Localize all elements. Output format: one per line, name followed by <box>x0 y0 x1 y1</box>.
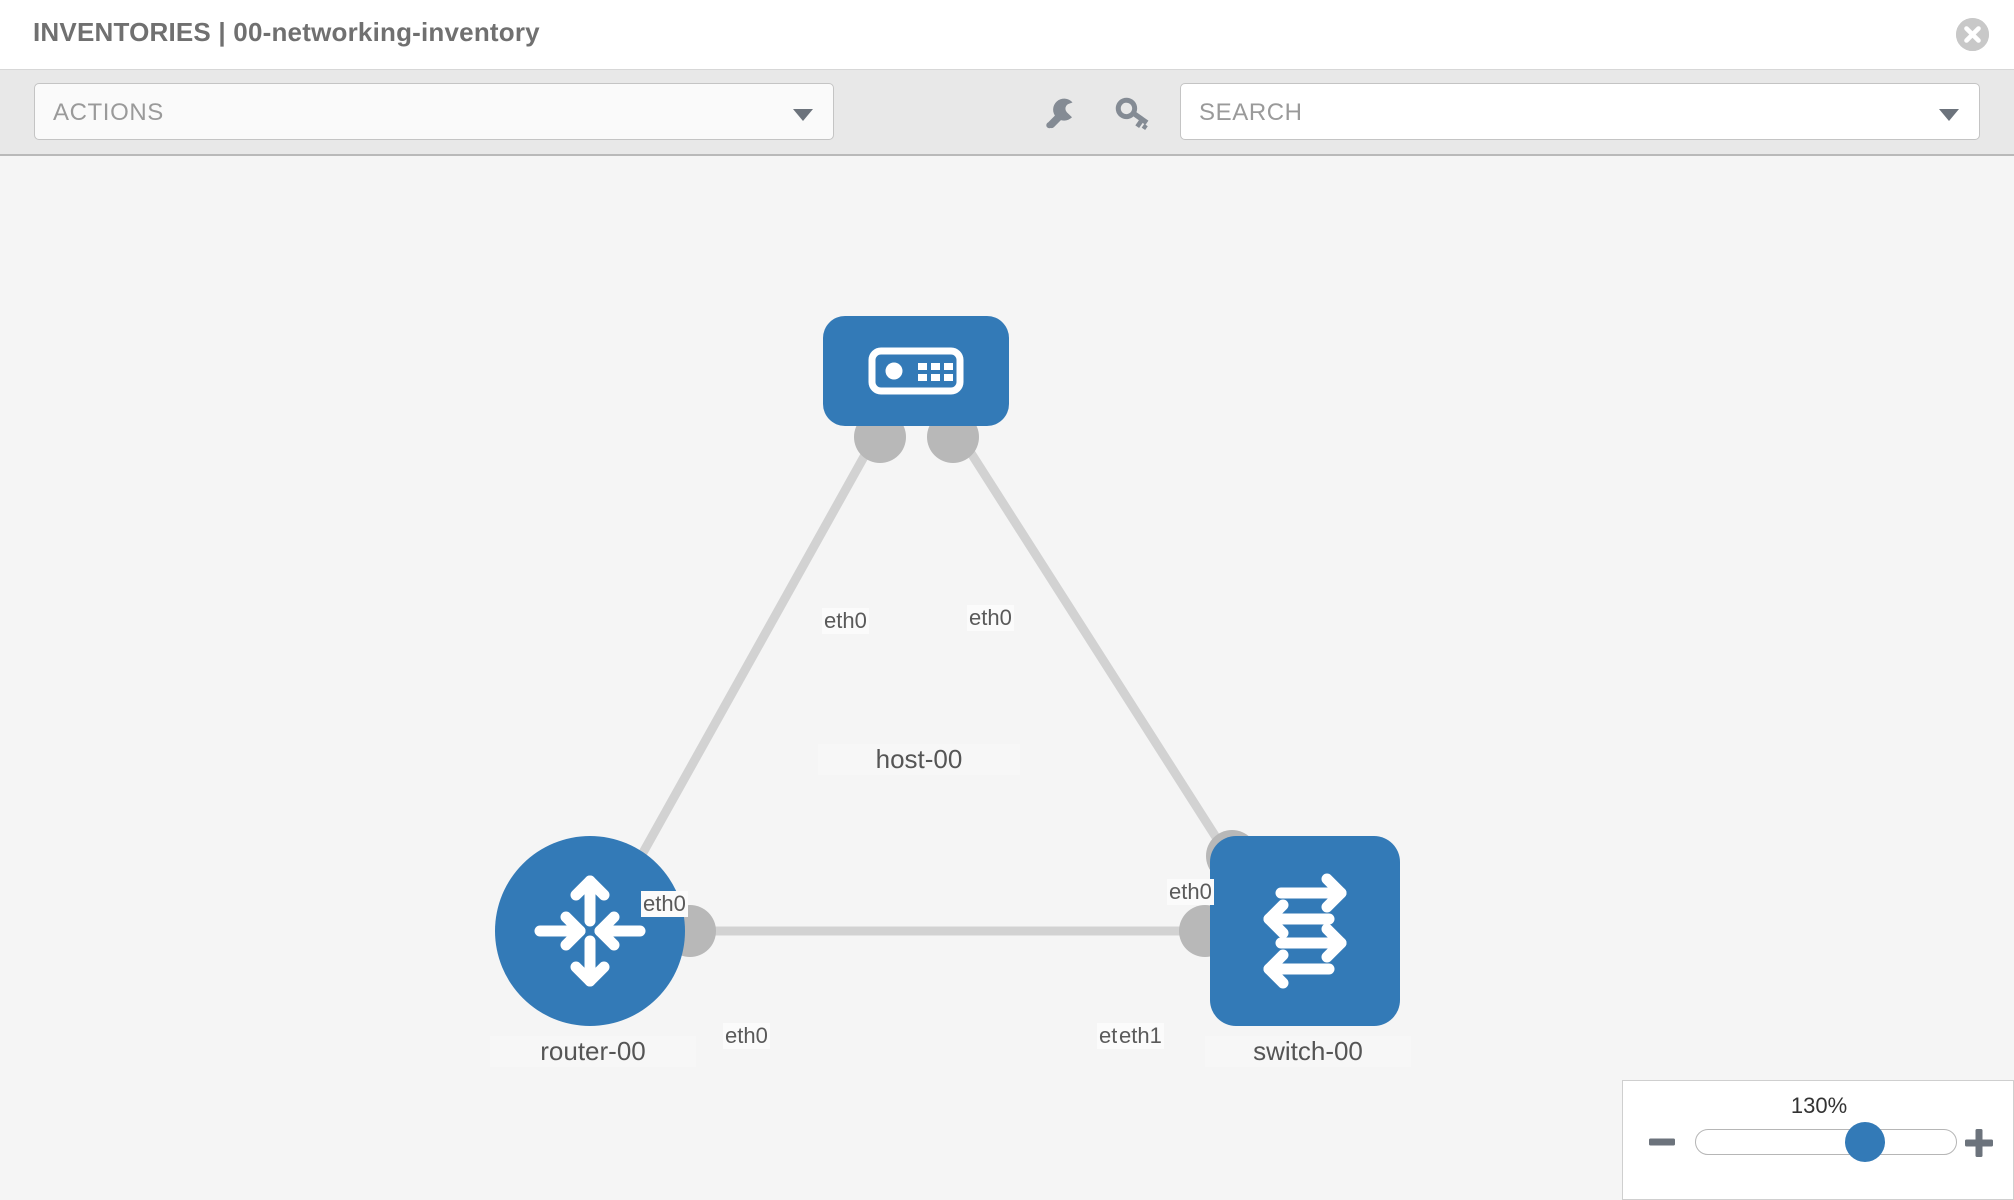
node-label-host-00: host-00 <box>818 744 1020 775</box>
edge-label-host-right: eth0 <box>967 605 1014 631</box>
toolbar: ACTIONS SEARCH <box>0 70 2014 156</box>
page-title: INVENTORIES | 00-networking-inventory <box>33 17 540 47</box>
actions-dropdown[interactable]: ACTIONS <box>34 83 834 140</box>
edge-host-switch <box>950 423 1233 861</box>
edge-label-switch-left: eth1 <box>1117 1023 1164 1049</box>
zoom-level-value: 130% <box>1790 1093 1848 1118</box>
switch-arrows-icon <box>1263 873 1347 989</box>
window-header: INVENTORIES | 00-networking-inventory <box>0 0 2014 70</box>
actions-dropdown-label: ACTIONS <box>53 99 164 126</box>
close-icon[interactable] <box>1956 18 1989 51</box>
search-input[interactable]: SEARCH <box>1180 83 1980 140</box>
chevron-down-icon <box>793 109 813 121</box>
minus-icon[interactable] <box>1647 1127 1677 1157</box>
zoom-control-panel: 130% <box>1622 1080 2014 1200</box>
edge-host-router <box>625 423 885 881</box>
zoom-slider-track[interactable] <box>1695 1129 1957 1155</box>
zoom-slider-thumb[interactable] <box>1845 1122 1886 1162</box>
port-markers <box>664 411 1258 957</box>
edge-label-switch-upper: eth0 <box>1167 879 1214 905</box>
switch-node-shape[interactable] <box>1210 836 1400 1026</box>
router-arrows-icon <box>534 875 646 987</box>
search-placeholder-label: SEARCH <box>1199 99 1303 126</box>
node-label-router-00: router-00 <box>490 1036 696 1067</box>
edge-label-host-left: eth0 <box>822 608 869 634</box>
edge-label-router-upper: eth0 <box>641 891 688 917</box>
edge-label-router-right: eth0 <box>723 1023 770 1049</box>
router-node-shape[interactable] <box>495 836 685 1026</box>
key-icon[interactable] <box>1112 92 1154 134</box>
server-icon <box>868 347 964 395</box>
node-label-switch-00: switch-00 <box>1205 1036 1411 1067</box>
plus-icon[interactable] <box>1963 1127 1995 1159</box>
chevron-down-icon <box>1939 109 1959 121</box>
topology-canvas[interactable]: host-00 router-00 <box>0 156 2014 1200</box>
host-node-shape[interactable] <box>823 316 1009 426</box>
wrench-icon[interactable] <box>1040 92 1082 134</box>
topology-edges <box>625 411 1258 957</box>
